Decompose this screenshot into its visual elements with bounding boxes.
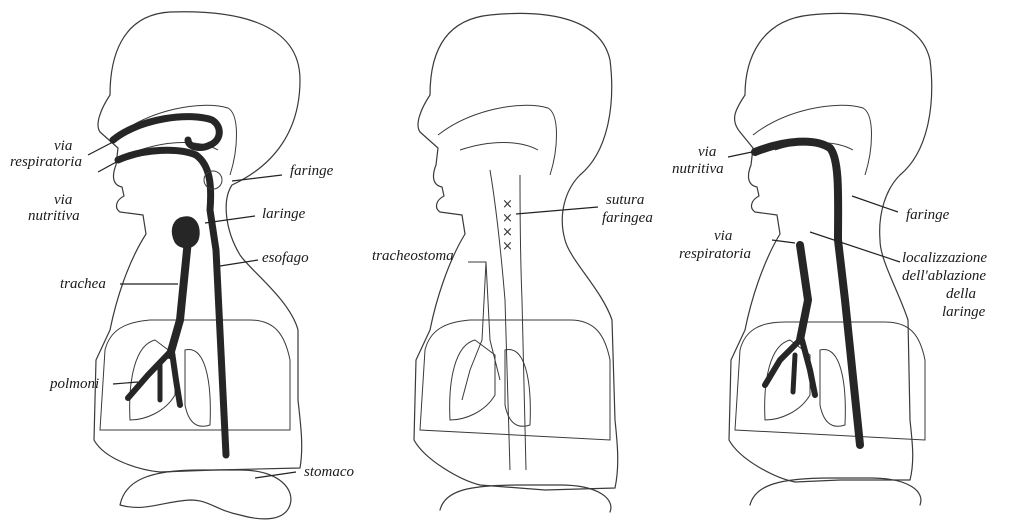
leader-sutura: [516, 207, 598, 214]
suture-mark: ×: [502, 225, 513, 240]
label-trachea: trachea: [60, 276, 106, 292]
lung-right: [820, 350, 845, 427]
suture-mark: ×: [502, 211, 513, 226]
label-tracheostoma: tracheostoma: [372, 248, 454, 264]
respiratory-tract: [113, 117, 219, 148]
leader-polmoni: [113, 382, 138, 384]
label-localizzazione-1: localizzazione: [902, 250, 987, 266]
label-sutura-1: sutura: [606, 192, 644, 208]
suture-marks: × × × ×: [502, 197, 513, 254]
label-via-respiratoria-2: respiratoria: [10, 154, 82, 170]
label-via-respiratoria-1: via: [54, 138, 72, 154]
suture-mark: ×: [502, 239, 513, 254]
respiratory-tract: [800, 245, 808, 340]
label-via-nutritiva-1: via: [54, 192, 72, 208]
leader-via-nutritiva: [728, 152, 752, 157]
label-polmoni: polmoni: [49, 376, 99, 392]
label-faringe: faringe: [906, 207, 950, 223]
bronchus-mid: [793, 355, 795, 392]
palate-line: [460, 143, 538, 151]
leader-esofago: [220, 260, 258, 266]
label-laringe: laringe: [262, 206, 306, 222]
trachea-outline: [462, 262, 500, 400]
panel-post-laryngectomy: via nutritiva via respiratoria faringe l…: [672, 13, 987, 505]
label-via-nutritiva-2: nutritiva: [28, 208, 80, 224]
leader-via-nutritiva: [98, 160, 120, 172]
chest-cavity: [420, 320, 610, 440]
bronchus-left: [128, 350, 172, 398]
label-localizzazione-2: dell'ablazione: [902, 268, 986, 284]
trachea-tube: [170, 240, 188, 355]
label-localizzazione-4: laringe: [942, 304, 986, 320]
larynx-shape: [172, 217, 199, 248]
leader-faringe: [232, 175, 282, 181]
body-outline: [729, 13, 932, 482]
body-outline: [94, 12, 302, 472]
leader-via-respiratoria: [88, 142, 113, 155]
panel-normal-anatomy: via respiratoria via nutritiva faringe l…: [10, 12, 354, 519]
label-esofago: esofago: [262, 250, 309, 266]
label-stomaco: stomaco: [304, 464, 354, 480]
leader-localizzazione: [810, 232, 900, 262]
leader-faringe: [852, 196, 898, 212]
lung-left: [450, 340, 495, 420]
lung-right: [185, 350, 210, 427]
panel-after-surgery: × × × × sutura faringea tracheostoma: [372, 13, 653, 512]
label-via-nutritiva-1: via: [698, 144, 716, 160]
suture-mark: ×: [502, 197, 513, 212]
stomach-outline: [120, 470, 291, 519]
nutritive-tract: [118, 150, 226, 455]
label-via-respiratoria-2: respiratoria: [679, 246, 751, 262]
label-via-nutritiva-2: nutritiva: [672, 161, 724, 177]
bronchus-right: [802, 340, 815, 395]
label-localizzazione-3: della: [946, 286, 976, 302]
label-faringe: faringe: [290, 163, 334, 179]
label-sutura-2: faringea: [602, 210, 653, 226]
chest-cavity: [100, 320, 290, 430]
stomach-outline: [750, 478, 921, 505]
nasal-cavity-inner: [438, 105, 557, 175]
label-via-respiratoria-1: via: [714, 228, 732, 244]
chest-cavity: [735, 322, 925, 440]
